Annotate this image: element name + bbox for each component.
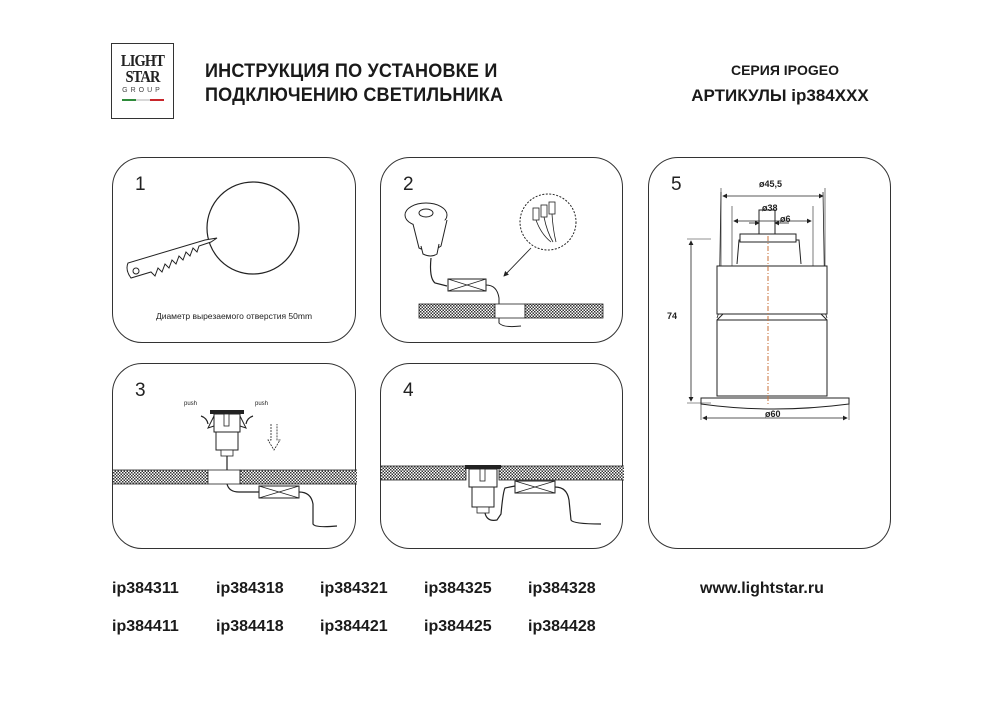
brand-logo: LIGHT STAR GROUP	[111, 43, 174, 119]
step-2-panel: 2	[380, 157, 623, 343]
codes-row: ip384411 ip384418 ip384421 ip384425 ip38…	[112, 618, 632, 656]
push-label-right: push	[255, 401, 269, 407]
logo-text-light: LIGHT	[120, 51, 165, 70]
step-number: 5	[671, 174, 682, 195]
step-number: 1	[135, 174, 146, 195]
luminaire-icon	[207, 410, 247, 457]
lower-body	[716, 319, 828, 397]
push-label-left: push	[184, 401, 198, 407]
wiring-connection-illustration	[404, 193, 604, 328]
saw-icon	[126, 237, 218, 279]
step-3-panel: 3 push push	[112, 363, 357, 549]
step-4-panel: 4	[380, 363, 624, 549]
codes-row: ip384311 ip384318 ip384321 ip384325 ip38…	[112, 580, 632, 618]
article-code: ip384411	[112, 618, 179, 635]
step-1-panel: 1 Диаметр вырезаемого отверстия 50mm	[112, 157, 356, 343]
article-codes-table: ip384311 ip384318 ip384321 ip384325 ip38…	[112, 580, 632, 656]
connector-box-icon	[258, 485, 300, 499]
terminal-detail-icon	[519, 193, 577, 251]
title-line-1: ИНСТРУКЦИЯ ПО УСТАНОВКЕ И	[205, 61, 498, 82]
step-1-caption: Диаметр вырезаемого отверстия 50mm	[155, 311, 313, 321]
dim-inner-diameter: ø38	[762, 203, 778, 213]
connector-box-icon	[447, 278, 487, 292]
dim-stem-diameter: ø6	[780, 214, 791, 224]
cut-hole-circle	[206, 181, 300, 275]
dim-flange-diameter: ø60	[765, 409, 781, 419]
article-code: ip384328	[528, 580, 596, 597]
articles-label: АРТИКУЛЫ ip384XXX	[691, 86, 869, 105]
italian-flag-stripe	[122, 99, 164, 101]
upper-body	[716, 265, 828, 315]
article-code: ip384418	[216, 618, 284, 635]
connector-box-icon	[514, 480, 556, 494]
title-line-2: ПОДКЛЮЧЕНИЮ СВЕТИЛЬНИКА	[205, 85, 504, 106]
article-code: ip384428	[528, 618, 596, 635]
article-code: ip384421	[320, 618, 388, 635]
website-link[interactable]: www.lightstar.ru	[700, 580, 824, 597]
series-label: СЕРИЯ IPOGEO	[730, 62, 840, 78]
luminaire-icon	[404, 202, 448, 257]
installed-illustration	[381, 465, 624, 525]
step-number: 2	[403, 174, 414, 195]
article-code: ip384321	[320, 580, 388, 597]
flange	[700, 397, 850, 410]
logo-text-group: GROUP	[122, 87, 163, 94]
dim-height: 74	[667, 311, 678, 321]
step-number: 3	[135, 380, 146, 401]
document-title: ИНСТРУКЦИЯ ПО УСТАНОВКЕ И ПОДКЛЮЧЕНИЮ СВ…	[205, 60, 503, 108]
logo-text-star: STAR	[125, 67, 160, 86]
saw-cutting-hole-illustration	[126, 181, 300, 279]
step-5-panel: 5 ø45,5 ø38 ø6 74 ø60	[648, 157, 891, 549]
insertion-illustration	[113, 410, 357, 528]
dimension-drawing	[687, 188, 850, 421]
article-code: ip384318	[216, 580, 284, 597]
article-code: ip384425	[424, 618, 492, 635]
article-code: ip384325	[424, 580, 492, 597]
push-arrows	[200, 415, 254, 425]
down-arrow-icon	[267, 424, 281, 451]
step-number: 4	[403, 380, 414, 401]
article-code: ip384311	[112, 580, 179, 597]
installed-luminaire-icon	[465, 465, 501, 514]
dim-outer-diameter: ø45,5	[759, 179, 783, 189]
